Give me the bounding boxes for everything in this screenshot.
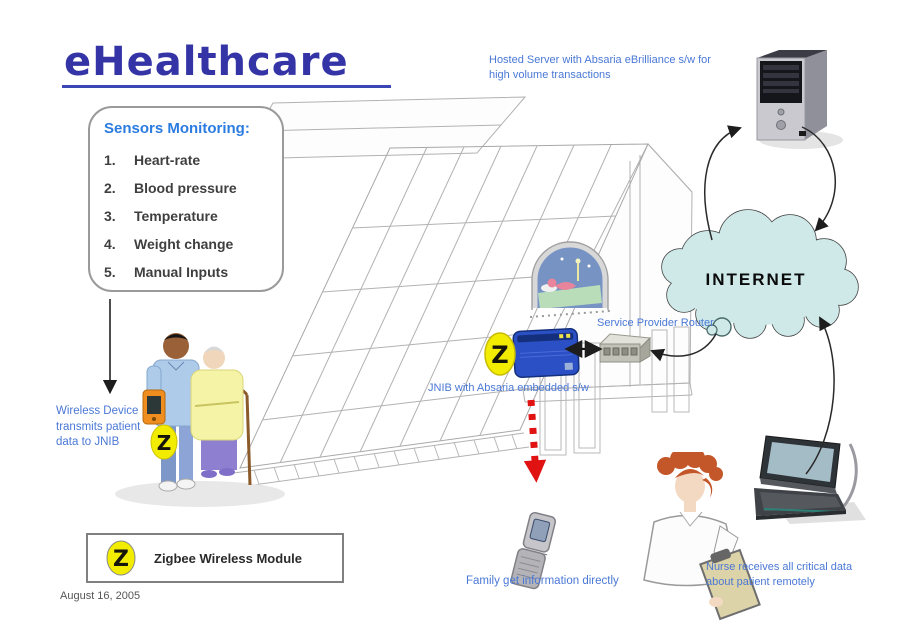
service-provider-router-label: Service Provider Router (597, 317, 714, 329)
wireless-handheld-device (142, 389, 166, 425)
hosted-server-illustration (756, 50, 843, 149)
jnib-device: Z (484, 327, 580, 379)
zigbee-z: Z (157, 431, 172, 455)
nurse-label: Nurse receives all critical data about p… (706, 561, 853, 588)
nurse-illustration (643, 452, 761, 621)
patient-in-bed-window (529, 241, 611, 318)
zigbee-legend-symbol: Z (106, 540, 136, 576)
hosted-server-label: Hosted Server with Absaria eBrilliance s… (489, 54, 711, 81)
cane (245, 394, 252, 486)
sensor-item: 5. Manual Inputs (104, 258, 272, 286)
caregiver-and-patient-illustration: Z (115, 333, 285, 507)
zigbee-z: Z (491, 341, 508, 369)
sensors-monitoring-panel: Sensors Monitoring: 1. Heart-rate 2. Blo… (88, 106, 284, 292)
internet-label: INTERNET (706, 270, 807, 289)
family-label: Family get information directly (466, 575, 619, 587)
sensor-item: 3. Temperature (104, 202, 272, 230)
jnib-label: JNIB with Absaria embedded s/w (428, 382, 589, 394)
sensor-label: Temperature (134, 208, 218, 224)
mobile-phone-illustration (510, 511, 557, 590)
legend-label: Zigbee Wireless Module (154, 550, 302, 566)
laptop-illustration (754, 435, 866, 524)
sensor-label: Blood pressure (134, 180, 237, 196)
sensor-item: 2. Blood pressure (104, 174, 272, 202)
zigbee-marker-device: Z (150, 424, 178, 460)
internet-cloud: INTERNET (661, 209, 859, 339)
zigbee-z: Z (113, 547, 129, 572)
legend-box: Z Zigbee Wireless Module (86, 533, 344, 583)
sensor-item: 1. Heart-rate (104, 146, 272, 174)
page-title: eHealthcare (62, 40, 391, 88)
sensor-item: 4. Weight change (104, 230, 272, 258)
date-label: August 16, 2005 (60, 590, 141, 602)
sensors-heading: Sensors Monitoring: (104, 120, 250, 137)
zigbee-marker-jnib: Z (484, 332, 516, 376)
sensor-label: Manual Inputs (134, 264, 229, 280)
router-illustration (598, 333, 652, 363)
sensor-label: Weight change (134, 236, 234, 252)
sensor-label: Heart-rate (134, 152, 201, 168)
wireless-device-label: Wireless Device transmits patient data t… (56, 405, 141, 449)
